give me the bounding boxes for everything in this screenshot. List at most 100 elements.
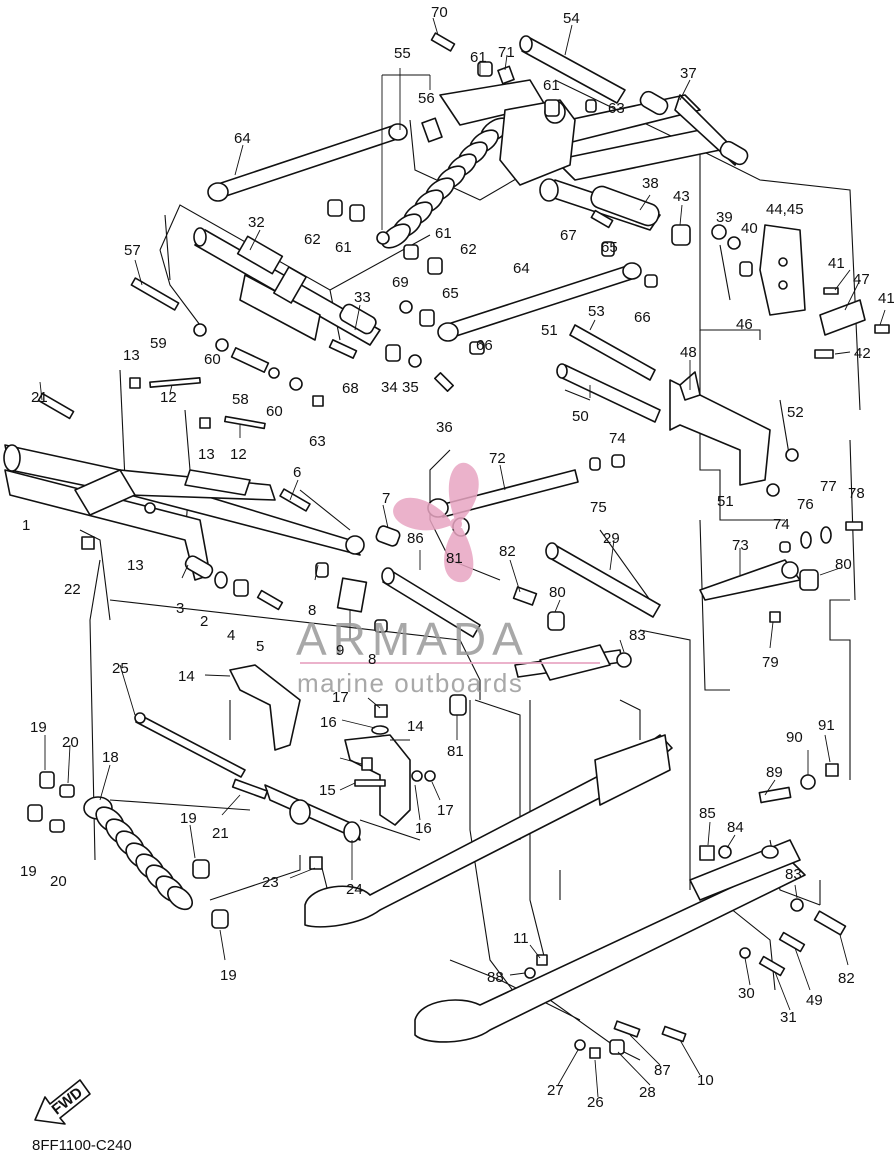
callout-label: 61 xyxy=(543,77,560,94)
callout-label: 29 xyxy=(603,530,620,547)
callout-label: 36 xyxy=(436,419,453,436)
bracket-14-left xyxy=(229,664,301,751)
callout-label: 51 xyxy=(717,493,734,510)
callout-label: 17 xyxy=(437,802,454,819)
callout-label: 16 xyxy=(320,714,337,731)
callout-label: 72 xyxy=(489,450,506,467)
callout-label: 83 xyxy=(785,866,802,883)
callout-label: 59 xyxy=(150,335,167,352)
callout-label: 52 xyxy=(787,404,804,421)
callout-label: 80 xyxy=(835,556,852,573)
callout-label: 83 xyxy=(629,627,646,644)
callout-label: 14 xyxy=(407,718,424,735)
shaft-54 xyxy=(519,35,626,104)
callout-label: 86 xyxy=(407,530,424,547)
callout-label: 18 xyxy=(102,749,119,766)
callout-label: 16 xyxy=(415,820,432,837)
callout-label: 76 xyxy=(797,496,814,513)
callout-label: 63 xyxy=(608,100,625,117)
bolt-53 xyxy=(569,324,656,381)
callout-label: 85 xyxy=(699,805,716,822)
callout-label: 81 xyxy=(447,743,464,760)
callout-label: 26 xyxy=(587,1094,604,1111)
callout-label: 73 xyxy=(732,537,749,554)
callout-label: 48 xyxy=(680,344,697,361)
bolt-25 xyxy=(134,712,246,778)
callout-label: 70 xyxy=(431,4,448,21)
callout-leaders xyxy=(39,17,886,1098)
callout-label: 43 xyxy=(673,188,690,205)
callout-label: 28 xyxy=(639,1084,656,1101)
callout-label: 42 xyxy=(854,345,871,362)
callout-label: 24 xyxy=(346,881,363,898)
watermark-logo: ARMADA marine outboards xyxy=(296,462,600,698)
callout-label: 20 xyxy=(50,873,67,890)
callout-label: 23 xyxy=(262,874,279,891)
callout-label: 64 xyxy=(513,260,530,277)
slide-rail-left xyxy=(414,839,806,1043)
callout-label: 57 xyxy=(124,242,141,259)
shaft-29 xyxy=(545,542,661,618)
callout-label: 12 xyxy=(160,389,177,406)
watermark-tagline: marine outboards xyxy=(297,668,523,698)
callout-label: 62 xyxy=(304,231,321,248)
callout-label: 35 xyxy=(402,379,419,396)
callout-label: 75 xyxy=(590,499,607,516)
callout-label: 3 xyxy=(176,600,184,617)
callout-label: 61 xyxy=(470,49,487,66)
shaft-50 xyxy=(556,363,661,423)
callout-label: 65 xyxy=(601,239,618,256)
plate-47 xyxy=(819,299,866,336)
slide-rail-right xyxy=(304,734,673,928)
callout-label: 78 xyxy=(848,485,865,502)
shock-spring-upper xyxy=(381,117,510,249)
callout-label: 19 xyxy=(20,863,37,880)
bracket-14-right xyxy=(344,734,411,826)
callout-label: 7 xyxy=(382,490,390,507)
diagram-code: 8FF1100-C240 xyxy=(32,1137,132,1153)
callout-label: 82 xyxy=(499,543,516,560)
callout-label: 66 xyxy=(634,309,651,326)
link-73 xyxy=(699,559,801,601)
callout-label: 13 xyxy=(123,347,140,364)
callout-label: 49 xyxy=(806,992,823,1009)
callout-label: 77 xyxy=(820,478,837,495)
callout-label: 63 xyxy=(309,433,326,450)
callout-label: 19 xyxy=(30,719,47,736)
callout-label: 33 xyxy=(354,289,371,306)
callout-label: 54 xyxy=(563,10,580,27)
pivot-bracket xyxy=(499,99,661,231)
rear-shock-55 xyxy=(376,79,546,249)
callout-label: 4 xyxy=(227,627,235,644)
callout-label: 13 xyxy=(198,446,215,463)
callout-label: 69 xyxy=(392,274,409,291)
callout-label: 39 xyxy=(716,209,733,226)
watermark-propeller-icon xyxy=(393,462,479,583)
callout-label: 46 xyxy=(736,316,753,333)
callout-label: 20 xyxy=(62,734,79,751)
link-rod-64-lower xyxy=(437,262,642,342)
callout-label: 14 xyxy=(178,668,195,685)
callout-label: 84 xyxy=(727,819,744,836)
callout-label: 40 xyxy=(741,220,758,237)
rear-arm-37 xyxy=(544,90,749,181)
callout-label: 74 xyxy=(609,430,626,447)
bracket-44 xyxy=(759,224,806,316)
callout-label: 38 xyxy=(642,175,659,192)
callout-label: 8 xyxy=(308,602,316,619)
callout-label: 9 xyxy=(336,642,344,659)
callout-label: 2 xyxy=(200,613,208,630)
callout-label: 81 xyxy=(446,550,463,567)
callout-label: 27 xyxy=(547,1082,564,1099)
callout-label: 90 xyxy=(786,729,803,746)
callout-label: 15 xyxy=(319,782,336,799)
callout-labels: 1 2 3 4 5 6 7 8 8 9 10 11 12 12 13 13 13… xyxy=(20,4,895,1111)
link-rod-64-upper xyxy=(207,123,408,202)
callout-label: 44,45 xyxy=(766,201,804,218)
callout-label: 37 xyxy=(680,65,697,82)
callout-label: 91 xyxy=(818,717,835,734)
callout-label: 8 xyxy=(368,651,376,668)
callout-label: 30 xyxy=(738,985,755,1002)
callout-label: 47 xyxy=(853,271,870,288)
